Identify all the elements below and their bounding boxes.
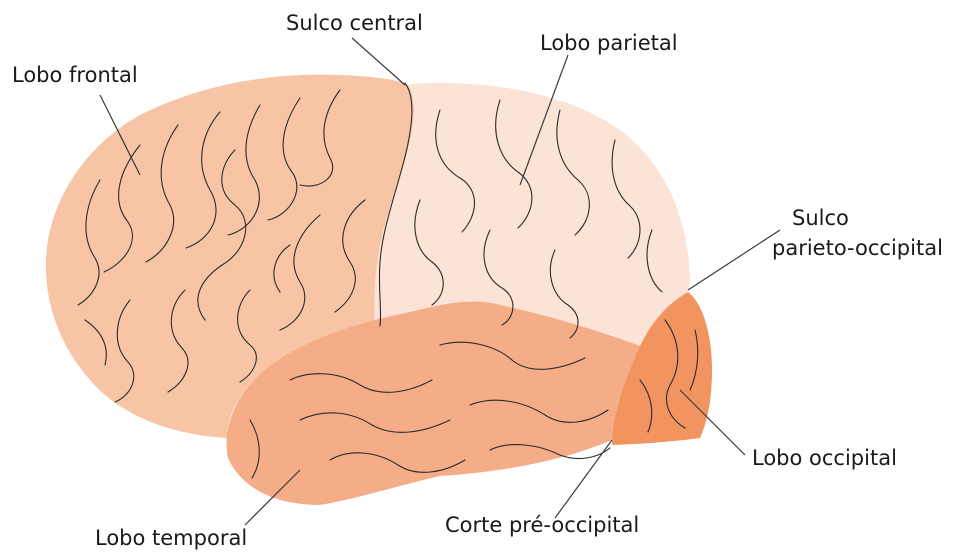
label-po-sulcus-line1: Sulco [792,206,849,230]
leader-po-sulcus [688,230,780,290]
label-frontal-lobe: Lobo frontal [12,63,138,87]
label-occipital-lobe: Lobo occipital [752,446,897,470]
label-preoccipital-notch: Corte pré-occipital [445,513,639,537]
label-parietal-lobe: Lobo parietal [540,31,678,55]
label-central-sulcus: Sulco central [286,11,423,35]
label-po-sulcus-line2: parieto-occipital [772,236,943,260]
label-temporal-lobe: Lobo temporal [95,526,247,550]
